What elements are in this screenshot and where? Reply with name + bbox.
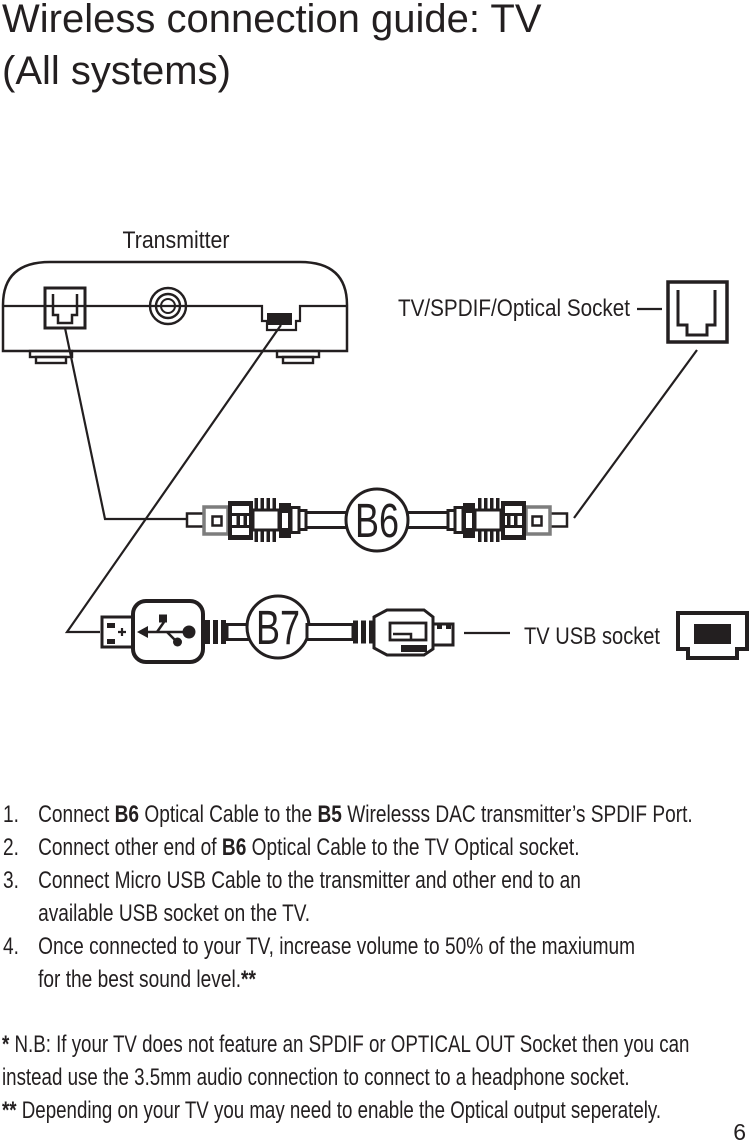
audio-jack-icon: [148, 286, 188, 326]
tv-optical-socket-label: TV/SPDIF/Optical Socket: [398, 295, 630, 322]
transmitter-outline: [1, 260, 349, 353]
connection-diagram: Transmitter: [1, 227, 749, 664]
footnote-1-line2: instead use the 3.5mm audio connection t…: [2, 1064, 630, 1091]
leader-line-optical-port: [63, 327, 186, 521]
transmitter-seam: [3, 304, 347, 332]
footnote-2: ** Depending on your TV you may need to …: [2, 1097, 662, 1124]
instruction-item-2: 2.Connect other end of B6 Optical Cable …: [3, 831, 754, 864]
usb-trident-icon: [137, 614, 196, 647]
footnotes: * N.B: If your TV does not feature an SP…: [2, 1028, 754, 1127]
list-number: 3.: [3, 867, 19, 894]
leader-line-tv-optical-socket: [573, 349, 698, 519]
list-number: 4.: [3, 933, 19, 960]
instruction-item-4-line2: for the best sound level.**: [38, 966, 256, 993]
instruction-item-3-line2: available USB socket on the TV.: [38, 900, 311, 927]
b6-badge-circle: [344, 487, 410, 553]
transmitter-usb-port-icon: [267, 313, 292, 325]
footnote-1-line1: * N.B: If your TV does not feature an SP…: [2, 1031, 690, 1058]
b7-cable-right: [305, 623, 355, 641]
b7-usb-cable: B7: [100, 594, 455, 664]
toslink-connector-right: [402, 496, 569, 544]
instruction-item-4: 4.Once connected to your TV, increase vo…: [3, 930, 754, 963]
transmitter-optical-port-icon: [43, 286, 87, 330]
page-title-line2: (All systems): [2, 49, 231, 93]
instruction-item-1: 1.Connect B6 Optical Cable to the B5 Wir…: [3, 798, 754, 831]
tv-optical-socket-icon: [666, 280, 729, 344]
usb-a-connector: [100, 599, 226, 664]
tv-usb-socket-label: TV USB socket: [524, 623, 660, 650]
instruction-item-3: 3.Connect Micro USB Cable to the transmi…: [3, 864, 754, 897]
b6-optical-cable: B6: [185, 487, 569, 553]
transmitter-device: [1, 260, 349, 365]
page-title: Wireless connection guide: TV (All syste…: [2, 0, 542, 97]
transmitter-feet: [28, 349, 321, 365]
micro-usb-connector: [353, 608, 455, 657]
b6-badge-label: B6: [355, 495, 399, 548]
list-number: 2.: [3, 834, 19, 861]
b7-badge-label: B7: [256, 602, 300, 655]
toslink-connector: [185, 498, 352, 542]
page-number: 6: [733, 1119, 746, 1144]
list-number: 1.: [3, 801, 19, 828]
instruction-list: 1.Connect B6 Optical Cable to the B5 Wir…: [3, 798, 754, 996]
transmitter-label: Transmitter: [123, 227, 230, 254]
page-title-line1: Wireless connection guide: TV: [2, 0, 542, 41]
leader-line-usb-port: [64, 324, 282, 634]
tv-usb-socket-icon: [676, 611, 749, 660]
